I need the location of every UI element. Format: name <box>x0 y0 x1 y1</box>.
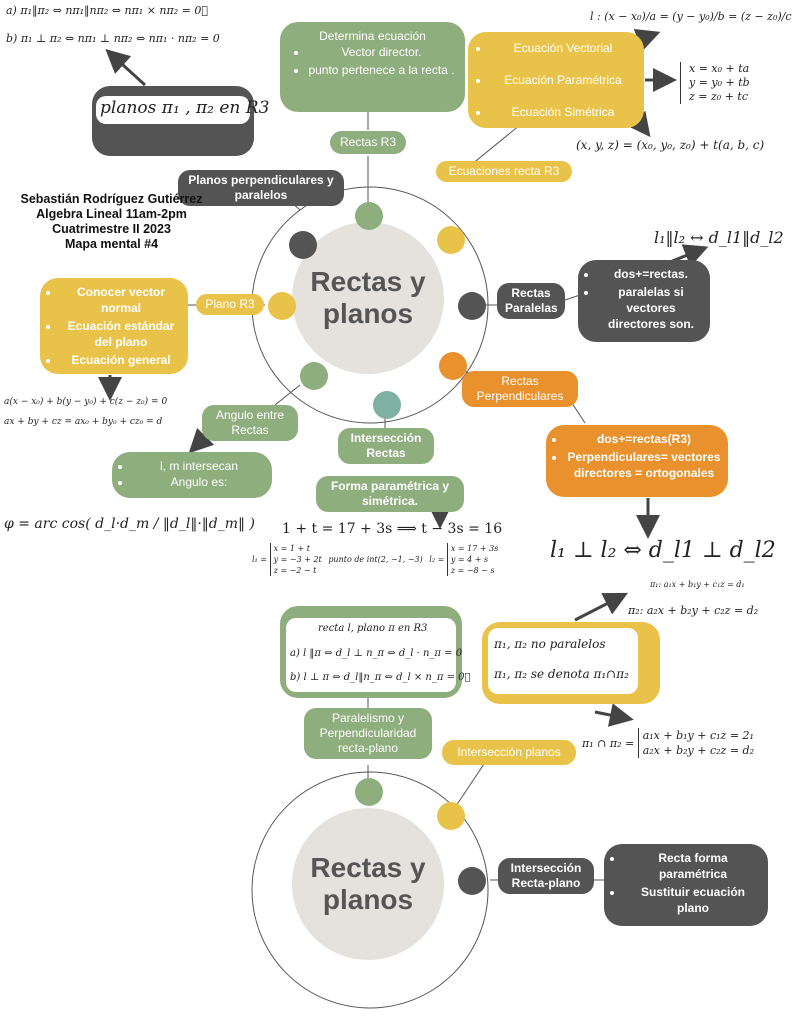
paralelismo-label: Paralelismo y Perpendicularidad recta-pl… <box>304 708 432 759</box>
author-info: Sebastián Rodríguez Gutiérrez Algebra Li… <box>20 192 203 251</box>
eq-simetrica: l : (x − x₀)/a = (y − y₀)/b = (z − z₀)/c <box>590 10 792 23</box>
dot-top-green-low <box>300 362 328 390</box>
ecuacion-parametrica: Ecuación Paramétrica <box>490 72 636 88</box>
forma-param-label: Forma paramétrica y simétrica. <box>316 476 464 512</box>
eq-vectorial: (x, y, z) = (x₀, y₀, z₀) + t(a, b, c) <box>576 138 765 152</box>
dot-top-gray-right <box>458 292 486 320</box>
interseccion-planos-label: Intersección planos <box>442 740 576 765</box>
pi-eq-1: π₁: a₁x + b₁y + c₁z = d₁ <box>650 580 745 589</box>
hub-bottom: Rectas y planos <box>292 808 444 960</box>
paralelas-box: dos+=rectas. paralelas si vectores direc… <box>578 260 710 342</box>
angulo-label: Angulo entre Rectas <box>202 405 298 441</box>
pi-eq-2: π₂: a₂x + b₂y + c₂z = d₂ <box>628 604 759 617</box>
interseccion-recta-plano-label: Intersección Recta-plano <box>498 858 594 894</box>
interseccion-rectas-label: Intersección Rectas <box>338 428 434 464</box>
plano-eq-1: a(x − x₀) + b(y − y₀) + c(z − z₀) = 0 <box>4 397 168 407</box>
ecuacion-simetrica: Ecuación Simétrica <box>490 104 636 120</box>
eq-parametrica: x = x₀ + ta y = y₀ + tb z = z₀ + tc <box>680 62 750 104</box>
dot-bottom-yellow <box>437 802 465 830</box>
planos-no-par-box: π₁, π₂ no paralelos π₁, π₂ se denota π₁∩… <box>482 622 660 704</box>
determina-item-2: punto pertenece a la recta . <box>308 62 455 78</box>
perp-eq: l₁ ⊥ l₂ ⇔ d_l1 ⊥ d_l2 <box>550 538 776 563</box>
rectas-r3-label: Rectas R3 <box>330 131 406 154</box>
recta-plano-box: recta l, plano π en R3 a) l ‖π ⇔ d_l ⊥ n… <box>280 606 471 698</box>
recta-plano-steps-box: Recta forma paramétrica Sustituir ecuaci… <box>604 844 768 926</box>
plano-box: Conocer vector normal Ecuación estándar … <box>40 278 188 374</box>
ecuacion-vectorial: Ecuación Vectorial <box>490 40 636 56</box>
ecuaciones-box: Ecuación Vectorial Ecuación Paramétrica … <box>468 32 644 128</box>
dot-top-yellow-left <box>268 292 296 320</box>
determina-box: Determina ecuación Vector director. punt… <box>280 22 465 112</box>
paralelas-eq: l₁‖l₂ ↔ d_l1‖d_l2 <box>654 228 784 247</box>
ecuaciones-recta-label: Ecuaciones recta R3 <box>436 161 572 182</box>
dot-top-gray-left <box>289 231 317 259</box>
dot-top-green <box>355 202 383 230</box>
determina-item-1: Vector director. <box>308 44 455 60</box>
angulo-eq: φ = arc cos( d_l·d_m / ‖d_l‖·‖d_m‖ ) <box>4 516 255 532</box>
forma-systems: l₁ = x = 1 + t y = −3 + 2t z = −2 − t pu… <box>252 543 499 576</box>
plano-eq-2: ax + by + cz = ax₀ + by₀ + cz₀ = d <box>4 417 163 427</box>
forma-eq: 1 + t = 17 + 3s ⟹ t − 3s = 16 <box>282 521 503 537</box>
dot-top-yellow <box>437 226 465 254</box>
dot-top-orange <box>439 352 467 380</box>
dot-top-teal <box>373 391 401 419</box>
dot-bottom-green <box>355 778 383 806</box>
dot-bottom-gray <box>458 867 486 895</box>
plano-r3-label: Plano R3 <box>196 294 264 315</box>
planos-eq-2: b) π₁ ⊥ π₂ ⇔ nπ₁ ⊥ nπ₂ ⇔ nπ₁ · nπ₂ = 0 <box>6 32 220 45</box>
hub-top: Rectas y planos <box>292 222 444 374</box>
planos-eq-1: a) π₁‖π₂ ⇔ nπ₁‖nπ₂ ⇔ nπ₁ × nπ₂ = 0⃗ <box>6 4 208 17</box>
rectas-paralelas-label: Rectas Paralelas <box>497 283 565 319</box>
perp-box: dos+=rectas(R3) Perpendiculares= vectore… <box>546 425 728 497</box>
int-sys: π₁ ∩ π₂ = a₁x + b₁y + c₁z = 2₁ a₂x + b₂y… <box>582 728 754 758</box>
planos-box: planos π₁ , π₂ en R3 <box>92 86 269 156</box>
angulo-box: l, m intersecan Angulo es: <box>112 452 272 498</box>
planos-perp-label: Planos perpendiculares y paralelos <box>178 170 344 206</box>
rectas-perp-label: Rectas Perpendiculares <box>462 371 578 407</box>
